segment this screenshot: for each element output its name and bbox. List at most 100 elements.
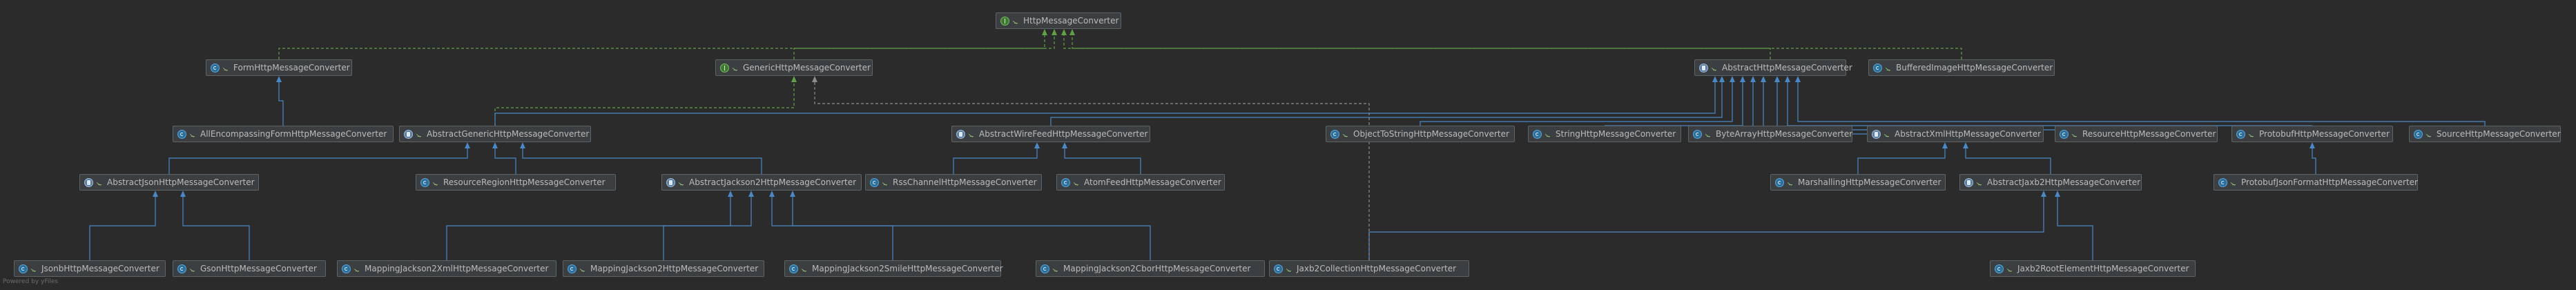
public-visibility-icon (1343, 131, 1349, 137)
edge-rss-to-abswire (953, 148, 1038, 174)
node-generic[interactable]: GenericHttpMessageConverter (715, 59, 873, 76)
node-protojson[interactable]: ProtobufJsonFormatHttpMessageConverter (2214, 174, 2418, 191)
edge-jaxbroot-to-absjaxb (2057, 197, 2093, 260)
node-label: BufferedImageHttpMessageConverter (1896, 63, 2053, 72)
node-label: ByteArrayHttpMessageConverter (1716, 129, 1853, 139)
arrowhead-abstract (1795, 76, 1801, 82)
footer-credit: Powered by yFiles (3, 278, 59, 285)
node-source[interactable]: SourceHttpMessageConverter (2409, 126, 2561, 142)
public-visibility-icon (969, 131, 975, 137)
node-label: StringHttpMessageConverter (1556, 129, 1676, 139)
node-atom[interactable]: AtomFeedHttpMessageConverter (1056, 174, 1225, 191)
class-icon (1533, 129, 1542, 139)
node-resource[interactable]: ResourceHttpMessageConverter (2055, 126, 2218, 142)
node-absjaxb[interactable]: AbstractJaxb2HttpMessageConverter (1959, 174, 2142, 191)
node-label: AllEncompassingFormHttpMessageConverter (200, 129, 387, 139)
arrowhead-hmc (1052, 29, 1057, 35)
node-rss[interactable]: RssChannelHttpMessageConverter (865, 174, 1042, 191)
edge-protojson-to-protobuf (2312, 148, 2316, 174)
node-jaxbcoll[interactable]: Jaxb2CollectionHttpMessageConverter (1269, 260, 1469, 277)
node-string[interactable]: StringHttpMessageConverter (1528, 126, 1681, 142)
public-visibility-icon (2007, 266, 2013, 272)
class-icon (1693, 129, 1702, 139)
edge-jaxbcoll-to-absjaxb (1368, 197, 2044, 260)
class-icon (342, 264, 351, 273)
node-label: AtomFeedHttpMessageConverter (1084, 177, 1221, 187)
public-visibility-icon (31, 266, 37, 272)
node-absjackson[interactable]: AbstractJackson2HttpMessageConverter (661, 174, 862, 191)
node-label: AbstractGenericHttpMessageConverter (427, 129, 590, 139)
public-visibility-icon (580, 266, 586, 272)
arrowhead-abstract (1785, 76, 1790, 82)
node-jaxbroot[interactable]: Jaxb2RootElementHttpMessageConverter (1990, 260, 2196, 277)
node-mjcbor[interactable]: MappingJackson2CborHttpMessageConverter (1036, 260, 1265, 277)
public-visibility-icon (1074, 180, 1080, 186)
arrowhead-absjackson (790, 191, 795, 197)
arrowhead-abstract (1750, 76, 1756, 82)
node-label: JsonbHttpMessageConverter (41, 264, 159, 273)
node-mj[interactable]: MappingJackson2HttpMessageConverter (563, 260, 764, 277)
abstract-class-icon (1872, 129, 1881, 139)
node-absgeneric[interactable]: AbstractGenericHttpMessageConverter (399, 126, 591, 142)
abstract-class-icon (84, 177, 93, 187)
public-visibility-icon (882, 180, 889, 186)
arrowhead-abstract (1712, 76, 1718, 82)
edge-buffered-to-hmc (1072, 35, 1962, 59)
node-mjxml[interactable]: MappingJackson2XmlHttpMessageConverter (337, 260, 556, 277)
arrowhead-abstract (1774, 76, 1780, 82)
node-form[interactable]: FormHttpMessageConverter (206, 59, 352, 76)
node-hmc[interactable]: HttpMessageConverter (996, 12, 1121, 29)
arrowhead-absjackson (769, 191, 775, 197)
node-protobuf[interactable]: ProtobufHttpMessageConverter (2231, 126, 2393, 142)
node-label: Jaxb2RootElementHttpMessageConverter (2017, 264, 2189, 273)
node-label: ProtobufHttpMessageConverter (2259, 129, 2390, 139)
arrowhead-abswire (1062, 142, 1067, 148)
node-mjsmile[interactable]: MappingJackson2SmileHttpMessageConverter (784, 260, 1003, 277)
arrowhead-generic (791, 76, 797, 82)
public-visibility-icon (2426, 131, 2432, 137)
node-absjson[interactable]: AbstractJsonHttpMessageConverter (79, 174, 259, 191)
edge-abstract-to-hmc (1063, 35, 1771, 59)
node-abswire[interactable]: AbstractWireFeedHttpMessageConverter (951, 126, 1150, 142)
node-label: AbstractJsonHttpMessageConverter (107, 177, 255, 187)
public-visibility-icon (733, 65, 739, 71)
edge-mjcbor-to-absjackson (792, 197, 1151, 260)
arrowhead-absgeneric (465, 142, 470, 148)
public-visibility-icon (1286, 266, 1292, 272)
node-buffered[interactable]: BufferedImageHttpMessageConverter (1868, 59, 2055, 76)
abstract-class-icon (666, 177, 675, 187)
edge-absjackson-to-absgeneric (522, 148, 762, 174)
node-jsonb[interactable]: JsonbHttpMessageConverter (14, 260, 166, 277)
public-visibility-icon (1545, 131, 1551, 137)
node-abstract[interactable]: AbstractHttpMessageConverter (1694, 59, 1852, 76)
class-icon (177, 264, 186, 273)
public-visibility-icon (2072, 131, 2078, 137)
edge-form-to-hmc (278, 35, 1045, 59)
node-allenc[interactable]: AllEncompassingFormHttpMessageConverter (173, 126, 394, 142)
node-marshalling[interactable]: MarshallingHttpMessageConverter (1770, 174, 1946, 191)
node-gson[interactable]: GsonHttpMessageConverter (173, 260, 326, 277)
arrowhead-absjaxb (2041, 191, 2046, 197)
node-objtostring[interactable]: ObjectToStringHttpMessageConverter (1326, 126, 1515, 142)
public-visibility-icon (97, 180, 103, 186)
node-bytearray[interactable]: ByteArrayHttpMessageConverter (1688, 126, 1852, 142)
abstract-class-icon (404, 129, 413, 139)
class-icon (2236, 129, 2245, 139)
class-icon (1995, 264, 2004, 273)
node-resregion[interactable]: ResourceRegionHttpMessageConverter (416, 174, 616, 191)
class-icon (211, 63, 220, 72)
class-icon (789, 264, 798, 273)
edge-resource-to-abstract (1776, 82, 2137, 130)
node-label: AbstractJaxb2HttpMessageConverter (1987, 177, 2141, 187)
class-icon (1274, 264, 1283, 273)
edge-absjson-to-absgeneric (168, 148, 468, 174)
node-label: SourceHttpMessageConverter (2437, 129, 2561, 139)
edge-jsonb-to-absjson (89, 197, 156, 260)
arrowhead-hmc (1042, 29, 1047, 35)
edge-marshalling-to-absxml (1857, 148, 1946, 174)
node-absxml[interactable]: AbstractXmlHttpMessageConverter (1867, 126, 2044, 142)
public-visibility-icon (1053, 266, 1059, 272)
public-visibility-icon (1886, 65, 1892, 71)
arrowhead-protobuf (2309, 142, 2315, 148)
